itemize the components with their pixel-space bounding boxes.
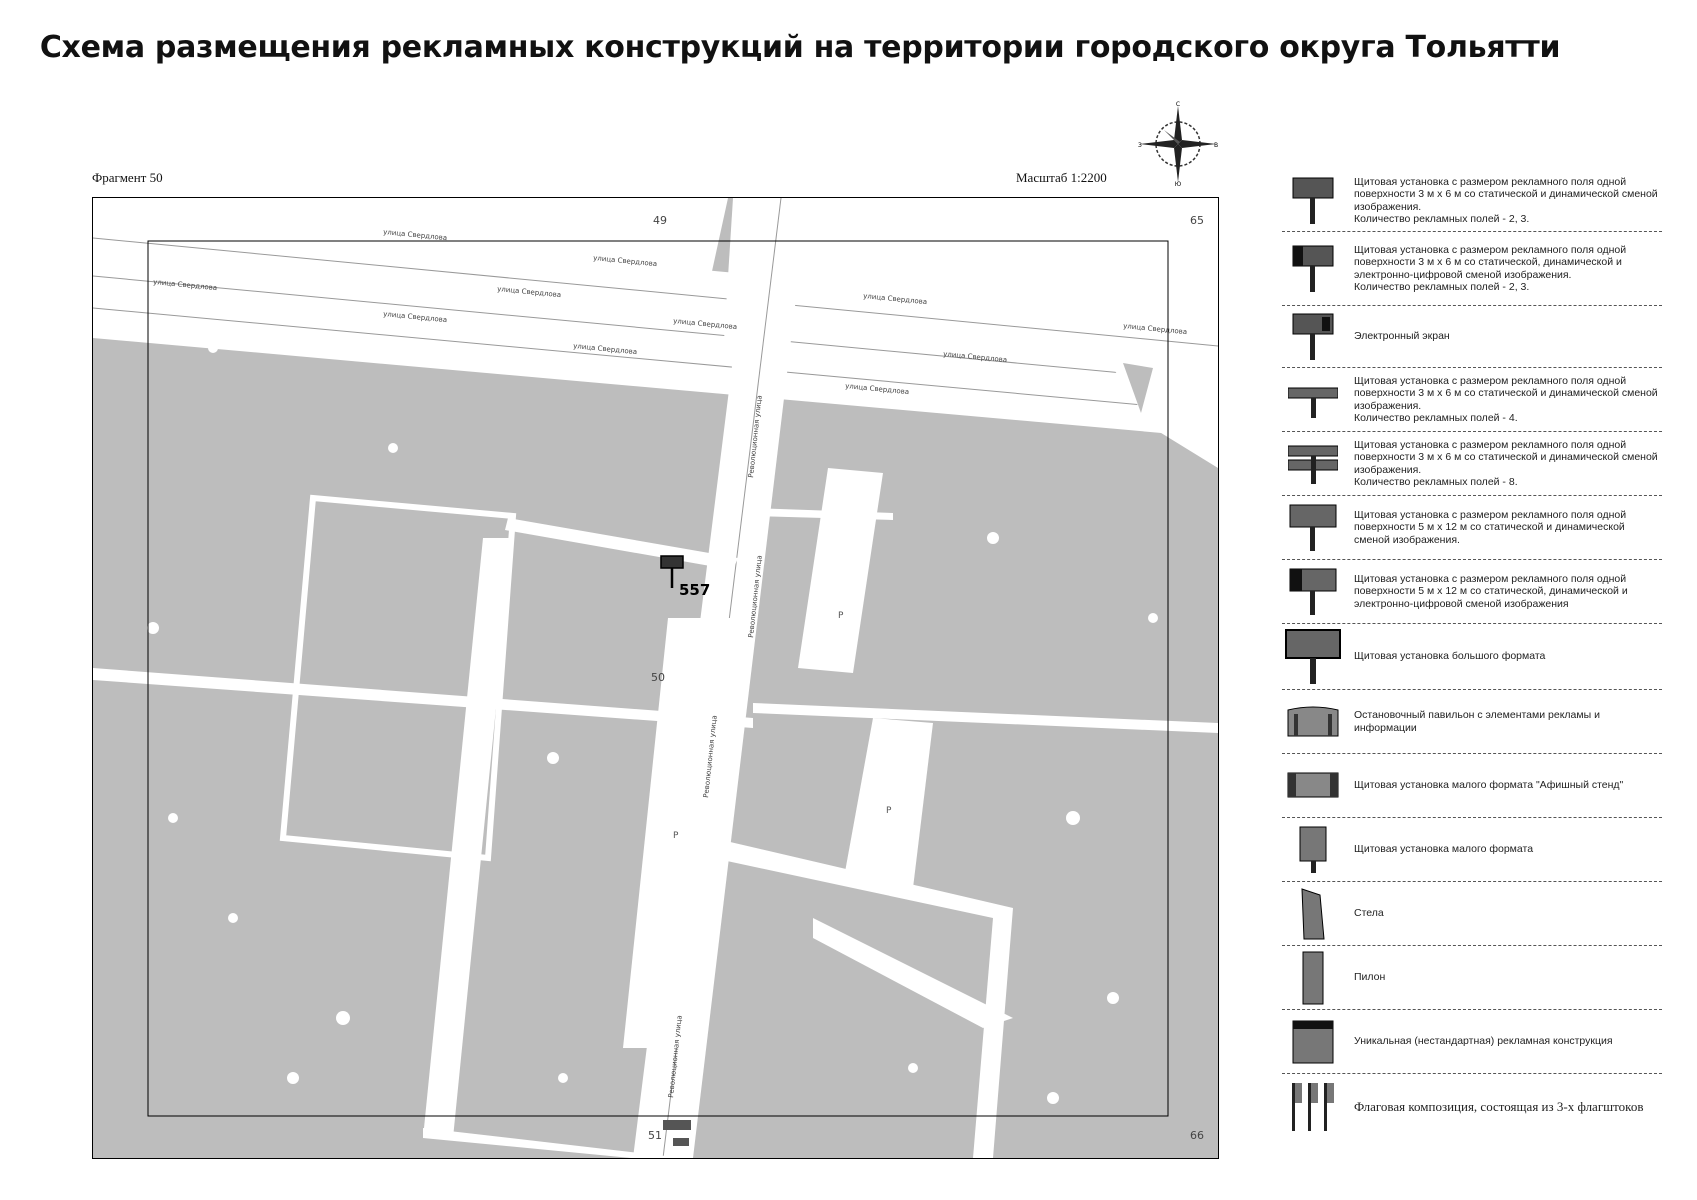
legend-item: Щитовая установка с размером рекламного … <box>1282 232 1662 306</box>
stela-icon <box>1282 887 1344 941</box>
parking-lot-left <box>623 618 733 1048</box>
poster-stand-icon <box>1282 769 1344 803</box>
legend: Щитовая установка с размером рекламного … <box>1282 170 1662 1138</box>
tile-label-bottom: 51 <box>648 1129 662 1142</box>
legend-text: Щитовая установка с размером рекламного … <box>1354 572 1628 610</box>
legend-text: Щитовая установка малого формата <box>1354 843 1534 856</box>
legend-text: Щитовая установка с размером рекламного … <box>1354 508 1627 546</box>
legend-text: Флаговая композиция, состоящая из 3-х фл… <box>1354 1098 1644 1114</box>
tile-label-bottom-right: 66 <box>1190 1129 1204 1142</box>
large-format-billboard-icon <box>1282 628 1344 686</box>
pylon-icon <box>1282 950 1344 1006</box>
legend-item: Щитовая установка большого формата <box>1282 624 1662 690</box>
legend-text: Щитовая установка большого формата <box>1354 650 1546 663</box>
legend-text: Щитовая установка малого формата "Афишны… <box>1354 779 1624 792</box>
legend-item: Щитовая установка с размером рекламного … <box>1282 368 1662 432</box>
legend-text: Электронный экран <box>1354 330 1450 343</box>
parking-label-1: P <box>673 831 679 841</box>
compass-e: В <box>1214 142 1218 149</box>
legend-item: Электронный экран <box>1282 306 1662 368</box>
tile-label-center: 50 <box>651 671 665 684</box>
legend-item: Щитовая установка с размером рекламного … <box>1282 432 1662 496</box>
sverdlova-street-road <box>93 213 1218 438</box>
compass-n: С <box>1176 101 1180 108</box>
billboard-3x6-digital-icon <box>1282 244 1344 294</box>
electronic-screen-icon <box>1282 312 1344 362</box>
billboard-4-fields-icon <box>1282 380 1344 420</box>
unique-construction-icon <box>1282 1017 1344 1067</box>
small-format-billboard-icon <box>1282 825 1344 875</box>
legend-item: Остановочный павильон с элементами рекла… <box>1282 690 1662 754</box>
ad-marker-label: 557 <box>679 581 710 599</box>
fragment-label: Фрагмент 50 <box>92 170 163 185</box>
map-view[interactable]: 49 65 50 51 66 улица Свердлова улица Све… <box>92 197 1219 1159</box>
compass-s: Ю <box>1175 181 1182 186</box>
scale-label: Масштаб 1:2200 <box>1016 170 1107 185</box>
parking-lot-right <box>843 718 933 888</box>
legend-item: Щитовая установка с размером рекламного … <box>1282 170 1662 232</box>
legend-text: Щитовая установка с размером рекламного … <box>1354 374 1658 425</box>
billboard-5x12-icon <box>1282 503 1344 553</box>
ad-construction-557[interactable]: 557 <box>660 555 710 599</box>
billboard-5x12-digital-icon <box>1282 567 1344 617</box>
legend-item: Щитовая установка с размером рекламного … <box>1282 560 1662 624</box>
legend-item: Щитовая установка с размером рекламного … <box>1282 496 1662 560</box>
billboard-8-fields-icon <box>1282 442 1344 486</box>
legend-item: Флаговая композиция, состоящая из 3-х фл… <box>1282 1074 1662 1138</box>
fragment-frame <box>147 240 1169 1117</box>
legend-item: Стела <box>1282 882 1662 946</box>
parking-lot-center <box>798 468 883 673</box>
legend-text: Стела <box>1354 907 1384 920</box>
legend-text: Щитовая установка с размером рекламного … <box>1354 438 1658 489</box>
legend-item: Щитовая установка малого формата "Афишны… <box>1282 754 1662 818</box>
compass-w: З <box>1138 142 1142 149</box>
legend-text: Уникальная (нестандартная) рекламная кон… <box>1354 1035 1613 1048</box>
tile-label-top: 49 <box>653 214 667 227</box>
billboard-3x6-icon <box>1282 176 1344 226</box>
parking-label-3: P <box>886 806 892 816</box>
compass-rose-icon: С Ю З В <box>1138 101 1218 186</box>
legend-text: Пилон <box>1354 971 1386 984</box>
legend-item: Уникальная (нестандартная) рекламная кон… <box>1282 1010 1662 1074</box>
legend-text: Щитовая установка с размером рекламного … <box>1354 175 1658 226</box>
page-title: Схема размещения рекламных конструкций н… <box>39 30 1561 65</box>
map-canvas: 49 65 50 51 66 улица Свердлова улица Све… <box>93 198 1218 1158</box>
building-outline-left <box>279 494 517 862</box>
legend-item: Щитовая установка малого формата <box>1282 818 1662 882</box>
flag-composition-icon <box>1282 1079 1344 1133</box>
legend-text: Щитовая установка с размером рекламного … <box>1354 243 1627 294</box>
tile-label-top-right: 65 <box>1190 214 1204 227</box>
legend-item: Пилон <box>1282 946 1662 1010</box>
parking-label-2: P <box>838 611 844 621</box>
legend-text: Остановочный павильон с элементами рекла… <box>1354 709 1600 734</box>
bus-stop-pavilion-icon <box>1282 704 1344 740</box>
